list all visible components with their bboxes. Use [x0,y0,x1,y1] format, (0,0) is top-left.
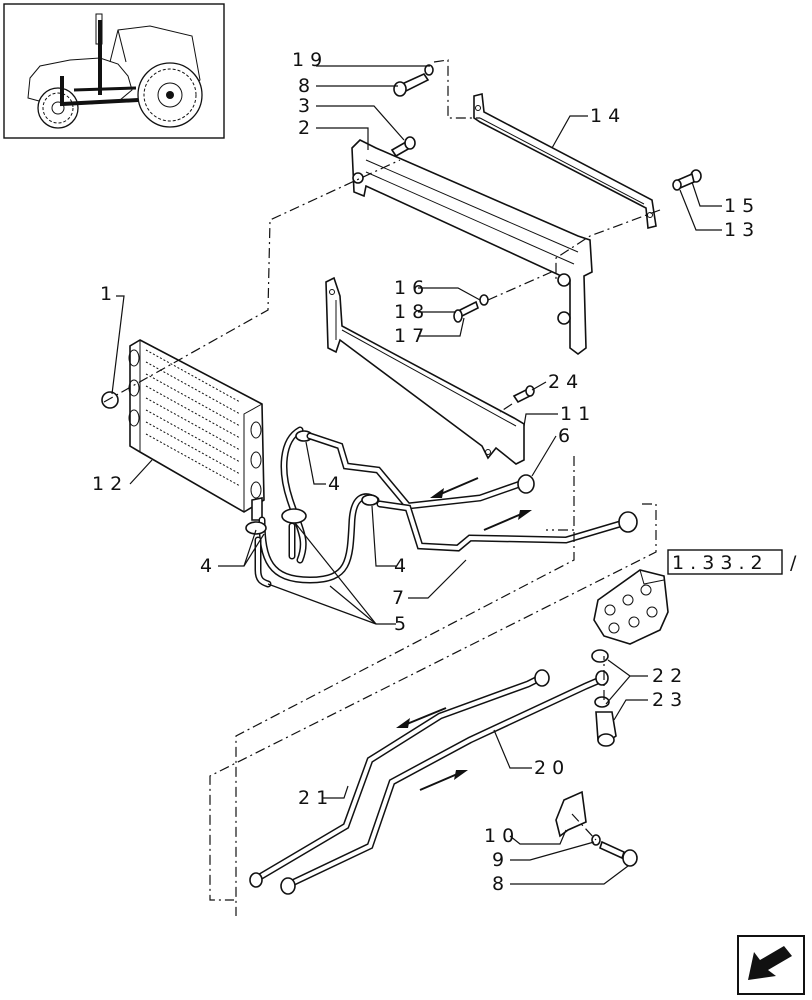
callout-8-bottom: 8 [492,873,504,895]
reference-suffix: / [790,552,797,574]
bracket-11 [325,276,525,465]
callout-12: 1 2 [92,473,122,495]
phantom-lines [103,59,661,916]
callout-7: 7 [392,587,404,609]
callout-14: 1 4 [590,105,620,127]
callout-23: 2 3 [652,689,682,711]
reference-link[interactable]: 1 . 3 3 . 2 / [667,549,797,575]
bracket-14 [473,93,657,230]
clamps-4 [245,430,379,535]
reference-box-text[interactable]: 1 . 3 3 . 2 [672,552,763,574]
callout-6: 6 [558,425,570,447]
callout-16: 1 6 [394,277,424,299]
callout-9: 9 [492,849,504,871]
valve-block [593,569,669,645]
tractor-thumbnail-icon [3,3,225,139]
pipe-21 [249,669,550,888]
frame-2 [351,139,593,355]
callout-4-b: 4 [200,555,212,577]
callout-15: 1 5 [724,195,754,217]
callout-labels: 1 9 8 3 2 1 4 1 5 1 3 1 6 1 8 1 7 1 2 4 … [92,49,754,895]
callout-19: 1 9 [292,49,322,71]
callout-11: 1 1 [560,403,590,425]
clip-10-washer-9-bolt-8 [555,790,638,867]
bolt-8-washer-19 [393,64,434,97]
next-page-arrow-icon[interactable] [737,935,805,995]
pipe-7 [376,500,638,552]
bolt-16-17-18 [453,294,489,323]
flow-arrows [396,477,532,791]
hoses-5 [254,426,380,588]
callout-3: 3 [298,95,310,117]
washers-22-bolt-23 [591,649,617,747]
oil-cooler-12 [128,339,265,521]
leader-lines [111,65,722,885]
bolt-3 [390,136,416,158]
mount-1 [101,391,119,409]
pipe-20 [280,670,609,895]
callout-18: 1 8 [394,301,424,323]
callout-2: 2 [298,117,310,139]
callout-22: 2 2 [652,665,682,687]
pipe-6 [306,432,535,510]
callout-13: 1 3 [724,219,754,241]
callout-10: 1 0 [484,825,514,847]
callout-4-c: 4 [394,555,406,577]
callout-5: 5 [394,613,406,635]
bolt-15-13 [672,169,702,191]
callout-17: 1 7 [394,325,424,347]
callout-4-a: 4 [328,473,340,495]
callout-8-top: 8 [298,75,310,97]
callout-1: 1 [100,283,112,305]
callout-21: 2 1 [298,787,328,809]
callout-20: 2 0 [534,757,564,779]
callout-24: 2 4 [548,371,578,393]
bolt-24 [512,385,535,404]
